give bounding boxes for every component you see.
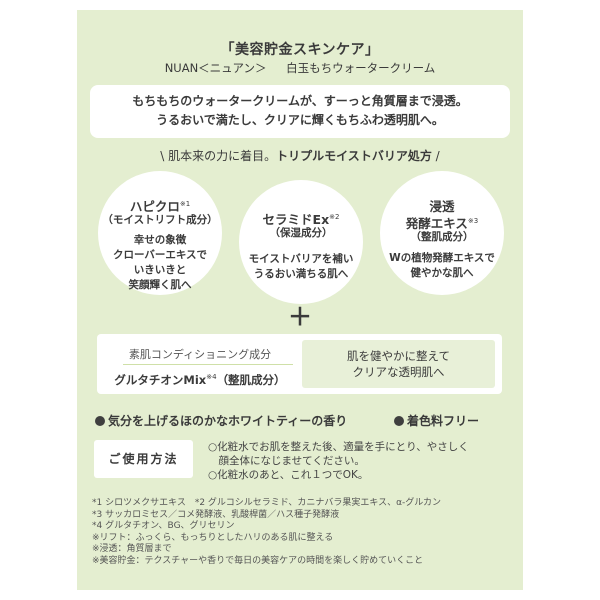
heading-close-mark: /	[431, 149, 440, 163]
feature-color-free: 着色料フリー	[394, 412, 479, 429]
desc-line: うるおい満ちる肌へ	[253, 268, 349, 281]
usage-instructions: ○化粧水でお肌を整えた後、適量を手にとり、やさしく 顔全体になじませてください。…	[208, 440, 513, 482]
intro-line-2: うるおいで満たし、クリアに輝くもちふわ透明肌へ。	[156, 113, 444, 127]
ingredient-sub: （整肌成分）	[410, 231, 474, 244]
footnote: ※浸透：角質層まで	[92, 544, 172, 554]
conditioning-name-text: グルタチオンMix	[114, 373, 207, 387]
desc-line: いきいきと	[133, 264, 187, 277]
ingredient-desc: Wの植物発酵エキスで 健やかな肌へ	[380, 251, 504, 281]
conditioning-note: ※4	[206, 373, 217, 382]
product-name: 白玉もちウォータークリーム	[286, 61, 436, 75]
conditioning-ingredient: 素肌コンディショニング成分 グルタチオンMix※4（整肌成分）	[105, 334, 295, 394]
ingredient-desc: モイストバリアを補い うるおい満ちる肌へ	[239, 252, 363, 282]
footnote: *4 グルタチオン、BG、グリセリン	[92, 521, 235, 531]
plus-icon: ＋	[288, 303, 312, 331]
usage-label: ご使用方法	[94, 440, 193, 478]
intro-panel: もちもちのウォータークリームが、すーっと角質層まで浸透。 うるおいで満たし、クリ…	[90, 85, 510, 138]
desc-line: 幸せの象徴	[133, 234, 187, 247]
footnote: ※リフト：ふっくら、もっちりとしたハリのある肌に整える	[92, 532, 334, 543]
footnote: ※美容貯金：テクスチャーや香りで毎日の美容ケアの時間を楽しく貯めていくこと	[92, 555, 424, 566]
bullet-dot-icon	[394, 416, 404, 426]
feature-fragrance: 気分を上げるほのかなホワイトティーの香り	[95, 412, 347, 429]
ingredient-sub: （モイストリフト成分）	[102, 214, 218, 227]
result-line: クリアな透明肌へ	[352, 365, 445, 379]
ingredient-note: ※2	[329, 213, 340, 221]
usage-line: 顔全体になじませてください。	[208, 455, 365, 467]
conditioning-panel: 素肌コンディショニング成分 グルタチオンMix※4（整肌成分） 肌を健やかに整え…	[97, 334, 502, 394]
conditioning-label: 素肌コンディショニング成分	[128, 348, 272, 361]
feature-text: 着色料フリー	[407, 414, 480, 428]
conditioning-name: グルタチオンMix※4（整肌成分）	[105, 372, 295, 388]
ingredient-name-text: ハピクロ	[129, 199, 180, 215]
heading-emphasis: トリプルモイストバリア処方	[276, 149, 432, 163]
heading-lead: 肌本来の力に着目。	[168, 149, 277, 163]
ingredient-note: ※1	[179, 200, 191, 208]
ingredient-name-line1: 浸透	[429, 199, 455, 214]
conditioning-result: 肌を健やかに整えて クリアな透明肌へ	[302, 340, 495, 388]
bullet-dot-icon	[95, 416, 105, 426]
ingredient-name-text: 発酵エキス	[405, 216, 468, 232]
ingredient-name: ハピクロ※1	[98, 197, 222, 214]
desc-line: 健やかな肌へ	[410, 267, 474, 280]
ingredient-desc: 幸せの象徴 クローバーエキスで いきいきと 笑顔輝く肌へ	[98, 233, 222, 293]
divider	[123, 364, 293, 365]
usage-line: ○化粧水でお肌を整えた後、適量を手にとり、やさしく	[208, 441, 469, 453]
ingredient-note: ※3	[467, 217, 479, 225]
desc-line: モイストバリアを補い	[248, 253, 354, 266]
ingredient-circle-hapikuro: ハピクロ※1 （モイストリフト成分） 幸せの象徴 クローバーエキスで いきいきと…	[98, 171, 222, 295]
triple-moist-heading: \ 肌本来の力に着目。トリプルモイストバリア処方 /	[77, 147, 523, 164]
feature-text: 気分を上げるほのかなホワイトティーの香り	[108, 414, 348, 428]
result-line: 肌を健やかに整えて	[347, 349, 450, 363]
conditioning-suffix: （整肌成分）	[216, 373, 286, 387]
footnote: *1 シロツメクサエキス *2 グルコシルセラミド、カニナバラ果実エキス、α-グ…	[92, 498, 442, 508]
brand-name: NUAN＜ニュアン＞	[164, 61, 267, 75]
desc-line: Wの植物発酵エキスで	[389, 252, 495, 265]
usage-line: ○化粧水のあと、これ１つでOK。	[208, 469, 369, 481]
ingredient-circle-fermented: 浸透 発酵エキス※3 （整肌成分） Wの植物発酵エキスで 健やかな肌へ	[380, 171, 504, 295]
ingredient-sub: （保湿成分）	[269, 227, 333, 240]
ingredient-name: セラミドEx※2	[239, 210, 363, 227]
footnote: *3 サッカロミセス／コメ発酵液、乳酸桿菌／ハス種子発酵液	[92, 509, 340, 520]
heading-open-mark: \	[160, 149, 169, 163]
ingredient-name-text: セラミドEx	[262, 212, 330, 228]
desc-line: クローバーエキスで	[112, 249, 208, 262]
page-title: 「美容貯金スキンケア」	[220, 42, 380, 58]
intro-line-1: もちもちのウォータークリームが、すーっと角質層まで浸透。	[132, 94, 468, 108]
product-info-card: 「美容貯金スキンケア」 NUAN＜ニュアン＞ 白玉もちウォータークリーム もちも…	[77, 10, 523, 590]
footnotes: *1 シロツメクサエキス *2 グルコシルセラミド、カニナバラ果実エキス、α-グ…	[92, 498, 517, 567]
product-line: NUAN＜ニュアン＞ 白玉もちウォータークリーム	[77, 60, 523, 76]
ingredient-name: 発酵エキス※3	[380, 214, 504, 231]
desc-line: 笑顔輝く肌へ	[128, 279, 192, 292]
ingredient-circle-ceramide: セラミドEx※2 （保湿成分） モイストバリアを補い うるおい満ちる肌へ	[239, 180, 363, 304]
